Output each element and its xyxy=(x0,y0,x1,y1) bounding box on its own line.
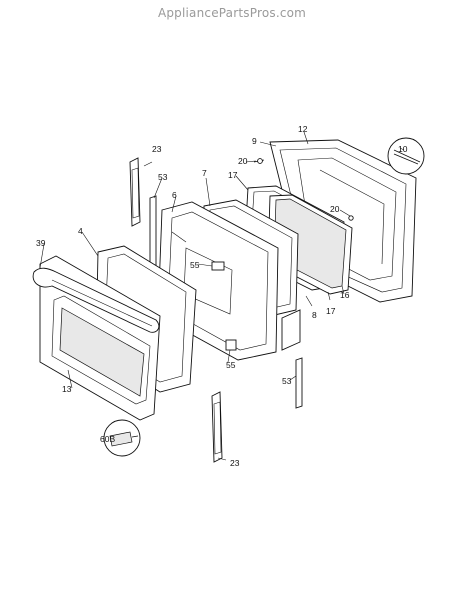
part-60b-detail-circle xyxy=(103,419,141,457)
callout-20-lower: 20 xyxy=(330,204,340,214)
bracket-55-upper xyxy=(211,261,225,271)
callout-4: 4 xyxy=(78,226,83,236)
bracket-55-lower xyxy=(225,339,237,351)
hinge-23-lower xyxy=(211,391,223,463)
callout-16: 16 xyxy=(340,290,350,300)
part-10-detail-circle xyxy=(387,137,425,175)
callout-12: 12 xyxy=(298,124,308,134)
callout-60b: 60B xyxy=(100,434,115,444)
callout-17-lower: 17 xyxy=(326,306,336,316)
callout-20-upper: 20 xyxy=(238,156,248,166)
callout-labels: 4 6 7 8 9 10 12 13 16 17 17 20 20 23 23 … xyxy=(36,124,408,468)
callout-55-lower: 55 xyxy=(226,360,236,370)
door-handle xyxy=(32,267,160,333)
callout-39: 39 xyxy=(36,238,46,248)
callout-9: 9 xyxy=(252,136,257,146)
callout-13: 13 xyxy=(62,384,72,394)
callout-8: 8 xyxy=(312,310,317,320)
gasket-53-right xyxy=(295,357,303,409)
callout-7: 7 xyxy=(202,168,207,178)
callout-6: 6 xyxy=(172,190,177,200)
hinge-23-upper xyxy=(129,157,141,227)
callout-10: 10 xyxy=(398,144,408,154)
insulation-strip-8 xyxy=(281,309,301,351)
leader-lines xyxy=(39,131,405,461)
callout-23-upper: 23 xyxy=(152,144,162,154)
screw-20-lower xyxy=(348,215,354,221)
callout-17-upper: 17 xyxy=(228,170,238,180)
callout-53-upper: 53 xyxy=(158,172,168,182)
screw-20-upper xyxy=(253,158,265,164)
callout-23-lower: 23 xyxy=(230,458,240,468)
watermark-text: AppliancePartsPros.com xyxy=(157,6,307,20)
callout-53-lower: 53 xyxy=(282,376,292,386)
callout-55-upper: 55 xyxy=(190,260,200,270)
